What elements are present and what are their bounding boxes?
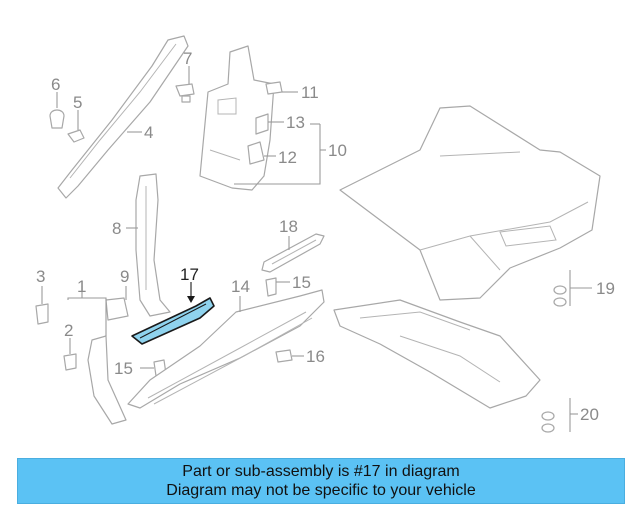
part-4-a-pillar-trim (57, 35, 189, 199)
callout-13: 13 (286, 113, 305, 132)
callout-5: 5 (73, 93, 82, 112)
callout-3: 3 (36, 267, 45, 286)
callout-16: 16 (306, 347, 325, 366)
callout-1: 1 (77, 277, 86, 296)
callout-11: 11 (301, 83, 319, 102)
callout-2: 2 (64, 321, 73, 340)
part-3-clip (35, 286, 49, 325)
callout-12: 12 (278, 148, 297, 167)
part-12-clip (247, 141, 276, 165)
part-5-clip (67, 110, 85, 143)
callout-7: 7 (183, 49, 192, 68)
banner-line-1: Part or sub-assembly is #17 in diagram (182, 463, 460, 480)
callout-18: 18 (279, 217, 298, 236)
part-16-clip (275, 349, 304, 363)
part-11-bolt (265, 81, 298, 95)
part-9-clip (105, 286, 129, 321)
parts-diagram: 1 2 3 4 5 6 7 8 9 10 11 12 13 14 15 15 1… (35, 35, 615, 433)
callout-17: 17 (180, 265, 199, 284)
part-13-clip (255, 113, 284, 135)
callout-20: 20 (580, 405, 599, 424)
callout-4: 4 (144, 123, 153, 142)
part-8-b-pillar-lower-trim (126, 173, 171, 317)
callout-9: 9 (120, 267, 129, 286)
part-6-clip (49, 92, 65, 129)
part-14-rocker-sill-trim (127, 289, 325, 409)
callout-19: 19 (596, 279, 615, 298)
part-2-clip (63, 338, 77, 371)
part-20-fastener (541, 411, 555, 433)
callout-15-lower: 15 (114, 359, 133, 378)
callout-10: 10 (328, 141, 347, 160)
part-19-fastener (553, 285, 567, 307)
part-18-rear-scuff-plate (261, 233, 325, 273)
part-7-bolt (175, 66, 195, 103)
banner-line-2: Diagram may not be specific to your vehi… (166, 482, 476, 499)
part-15-upper-clip (265, 277, 290, 297)
callout-14: 14 (231, 277, 250, 296)
part-20-floor-insulator (333, 299, 578, 432)
part-1-cowl-side-trim (67, 286, 127, 425)
part-17-front-scuff-plate (131, 282, 215, 345)
callout-6: 6 (51, 75, 60, 94)
part-19-floor-carpet (339, 105, 601, 306)
callout-8: 8 (112, 219, 121, 238)
info-banner: Part or sub-assembly is #17 in diagram D… (17, 458, 625, 504)
callout-15-upper: 15 (292, 273, 311, 292)
